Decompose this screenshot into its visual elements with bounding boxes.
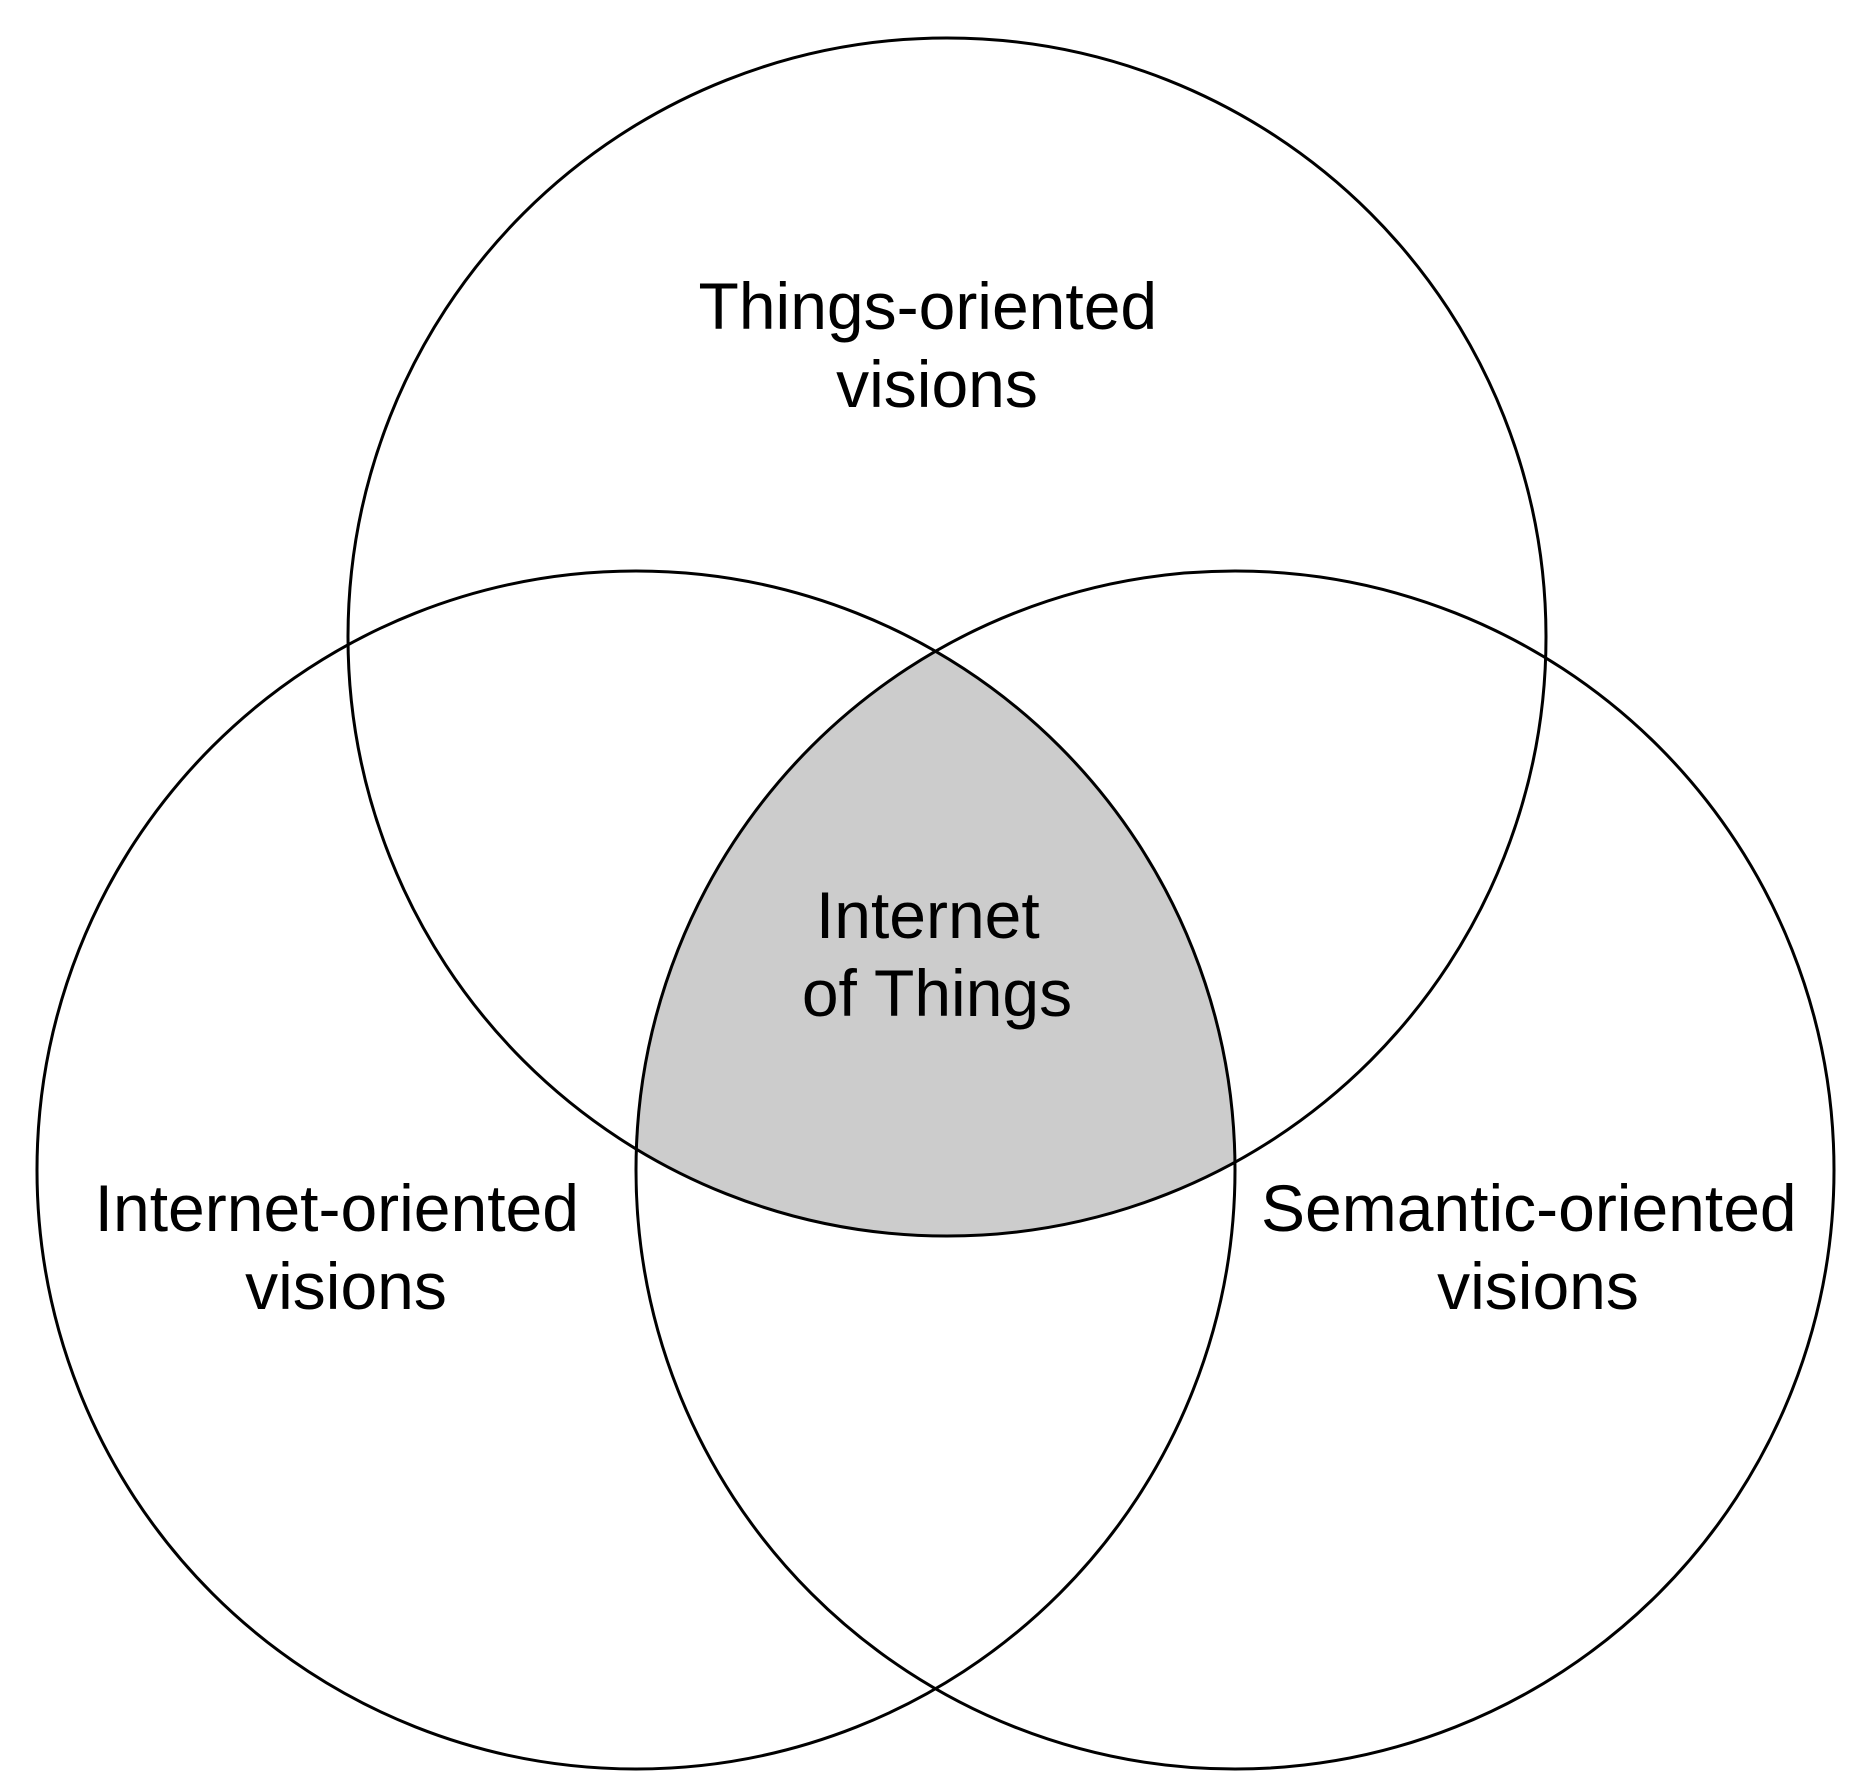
label-things-oriented: Things-oriented visions: [699, 269, 1176, 421]
circle-semantic-oriented: [634, 569, 1836, 1771]
label-internet-line-1: Internet-oriented: [95, 1171, 579, 1245]
label-semantic-line-1: Semantic-oriented: [1261, 1171, 1797, 1245]
label-semantic-line-2: visions: [1437, 1249, 1639, 1323]
label-iot-line-1: Internet: [816, 878, 1040, 952]
label-internet-of-things: Internet of Things: [802, 878, 1072, 1030]
label-things-line-1: Things-oriented: [699, 269, 1158, 343]
circle-internet-oriented: [35, 569, 1237, 1771]
label-internet-line-2: visions: [245, 1249, 447, 1323]
intersection-region-clip: [636, 571, 1235, 1236]
label-iot-line-2: of Things: [802, 956, 1072, 1030]
intersection-region: [636, 571, 1235, 1236]
label-things-line-2: visions: [836, 347, 1038, 421]
circle-things-oriented: [346, 36, 1548, 1238]
label-internet-oriented: Internet-oriented visions: [95, 1171, 598, 1323]
label-semantic-oriented: Semantic-oriented visions: [1261, 1171, 1815, 1323]
